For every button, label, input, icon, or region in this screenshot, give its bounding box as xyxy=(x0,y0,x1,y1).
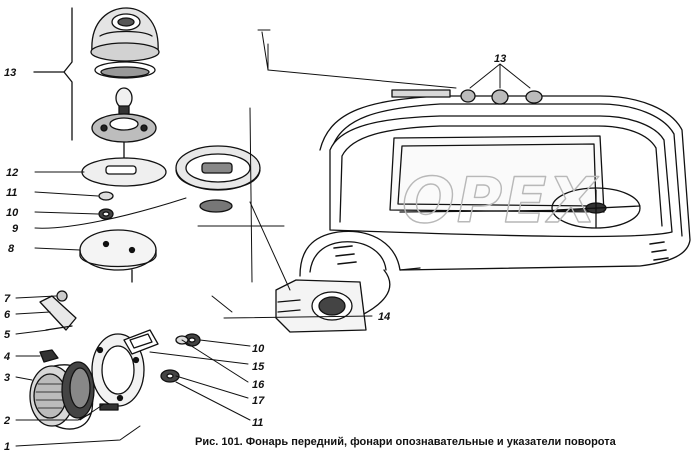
label-9: 9 xyxy=(12,223,19,235)
label-7: 7 xyxy=(4,293,11,305)
indicator-housing-9 xyxy=(175,145,261,213)
label-12: 12 xyxy=(6,167,18,179)
bracket-13 xyxy=(33,7,73,141)
label-11-right: 11 xyxy=(252,417,263,429)
cab-body xyxy=(275,89,691,333)
turn-indicator-8 xyxy=(79,229,157,283)
label-16: 16 xyxy=(252,379,265,391)
watermark: OPEX xyxy=(402,164,599,237)
callout-labels: 13 12 11 10 9 8 7 6 5 4 3 2 1 13 14 10 1… xyxy=(3,53,506,453)
label-10-right: 10 xyxy=(252,343,265,355)
label-1: 1 xyxy=(4,441,10,453)
label-5: 5 xyxy=(4,329,11,341)
label-13-left: 13 xyxy=(4,67,16,79)
front-lamp-assembly xyxy=(29,290,145,430)
label-4: 4 xyxy=(3,351,10,363)
label-14: 14 xyxy=(378,311,390,323)
gasket-15 xyxy=(123,329,159,355)
lamp-base-12 xyxy=(81,157,167,187)
label-2: 2 xyxy=(3,415,10,427)
nut-17 xyxy=(160,369,180,383)
nut-10 xyxy=(98,208,114,220)
washer-11 xyxy=(98,191,114,201)
leader-lines xyxy=(15,29,531,447)
figure-caption: Рис. 101. Фонарь передний, фонари опозна… xyxy=(195,436,616,448)
label-13-top: 13 xyxy=(494,53,506,65)
label-8: 8 xyxy=(8,243,15,255)
label-6: 6 xyxy=(4,309,11,321)
marker-lamp-dome xyxy=(90,7,160,161)
label-17: 17 xyxy=(252,395,265,407)
label-3: 3 xyxy=(4,372,10,384)
label-10-left: 10 xyxy=(6,207,19,219)
label-11-left: 11 xyxy=(6,187,17,199)
label-15: 15 xyxy=(252,361,265,373)
